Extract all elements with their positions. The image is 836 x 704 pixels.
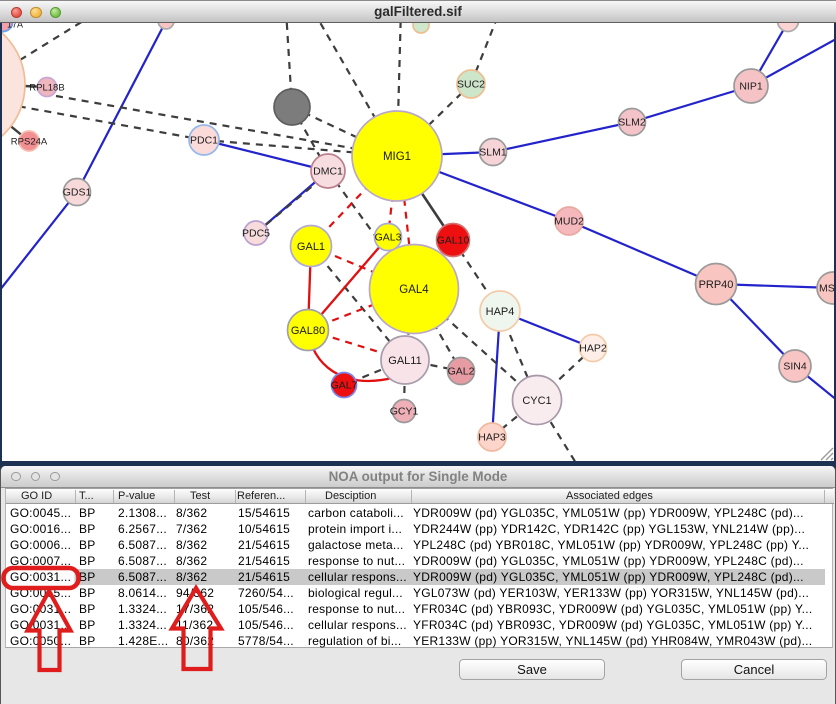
svg-text:HAP4: HAP4 bbox=[486, 306, 515, 318]
svg-text:GAL4: GAL4 bbox=[399, 284, 429, 296]
svg-text:GAL7: GAL7 bbox=[331, 380, 358, 392]
svg-text:SUC2: SUC2 bbox=[457, 79, 485, 91]
svg-text:SLM1: SLM1 bbox=[479, 147, 507, 159]
svg-text:GAL2: GAL2 bbox=[448, 366, 475, 378]
svg-text:PDC1: PDC1 bbox=[190, 135, 218, 147]
svg-text:HAP3: HAP3 bbox=[478, 432, 506, 444]
svg-text:GAL3: GAL3 bbox=[375, 232, 402, 244]
svg-text:MUD2: MUD2 bbox=[554, 216, 584, 228]
svg-text:RPS24A: RPS24A bbox=[11, 136, 48, 147]
svg-text:GAL11: GAL11 bbox=[388, 355, 421, 367]
svg-text:17A: 17A bbox=[7, 23, 23, 30]
svg-text:GDS1: GDS1 bbox=[63, 187, 92, 199]
svg-text:RPL18B: RPL18B bbox=[29, 82, 64, 93]
svg-text:PRP40: PRP40 bbox=[699, 279, 734, 291]
svg-text:MSN: MSN bbox=[819, 283, 834, 295]
svg-text:SLM2: SLM2 bbox=[618, 117, 646, 129]
svg-text:SIN4: SIN4 bbox=[783, 361, 807, 373]
svg-text:CYC1: CYC1 bbox=[522, 395, 551, 407]
svg-text:DMC1: DMC1 bbox=[313, 166, 343, 178]
svg-text:NIP1: NIP1 bbox=[739, 81, 763, 93]
svg-text:PDC5: PDC5 bbox=[242, 228, 270, 240]
svg-text:HAP2: HAP2 bbox=[579, 343, 607, 355]
svg-text:MIG1: MIG1 bbox=[383, 151, 411, 163]
svg-text:GAL80: GAL80 bbox=[291, 325, 325, 337]
svg-text:GCY1: GCY1 bbox=[390, 406, 419, 418]
svg-text:GAL10: GAL10 bbox=[437, 235, 470, 247]
svg-text:GAL1: GAL1 bbox=[297, 241, 325, 253]
